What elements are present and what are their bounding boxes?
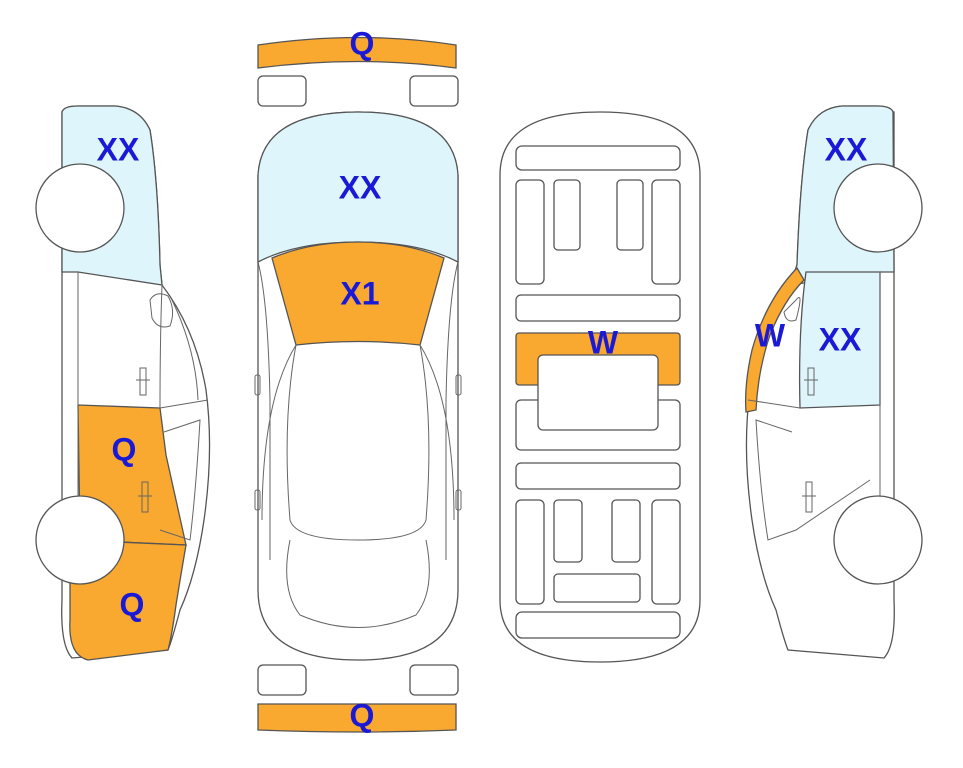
label-rear-bumper: Q: [350, 697, 375, 733]
front-right-light: [409, 75, 459, 107]
right-a-pillar-panel: [744, 266, 805, 413]
label-left-front-fender: XX: [97, 131, 140, 167]
right-front-door-panel: [798, 271, 881, 409]
right-side-view: XX W XX: [744, 105, 923, 659]
right-front-wheel: [833, 163, 923, 253]
sunroof: [537, 354, 659, 431]
left-side-view: XX Q Q: [35, 105, 211, 661]
rear-bumper-panel: [257, 703, 457, 733]
label-hood: XX: [339, 169, 382, 205]
left-rear-wheel: [35, 495, 125, 585]
top-view: Q XX X1 Q: [254, 25, 462, 733]
label-left-rear-door: Q: [112, 431, 137, 467]
right-rear-wheel: [833, 495, 923, 585]
rear-left-light: [257, 664, 307, 696]
windshield-panel: [271, 241, 445, 346]
rear-right-light: [409, 664, 459, 696]
label-right-front-fender: XX: [825, 131, 868, 167]
label-roof: W: [588, 324, 619, 360]
label-front-bumper: Q: [350, 25, 375, 61]
front-left-light: [257, 75, 307, 107]
label-right-front-door: XX: [819, 321, 862, 357]
label-left-rear-quarter: Q: [120, 586, 145, 622]
label-right-a-pillar: W: [755, 317, 786, 353]
interior-view: W: [499, 111, 701, 663]
label-windshield: X1: [340, 275, 379, 311]
front-bumper-panel: [257, 36, 457, 69]
left-front-wheel: [35, 163, 125, 253]
